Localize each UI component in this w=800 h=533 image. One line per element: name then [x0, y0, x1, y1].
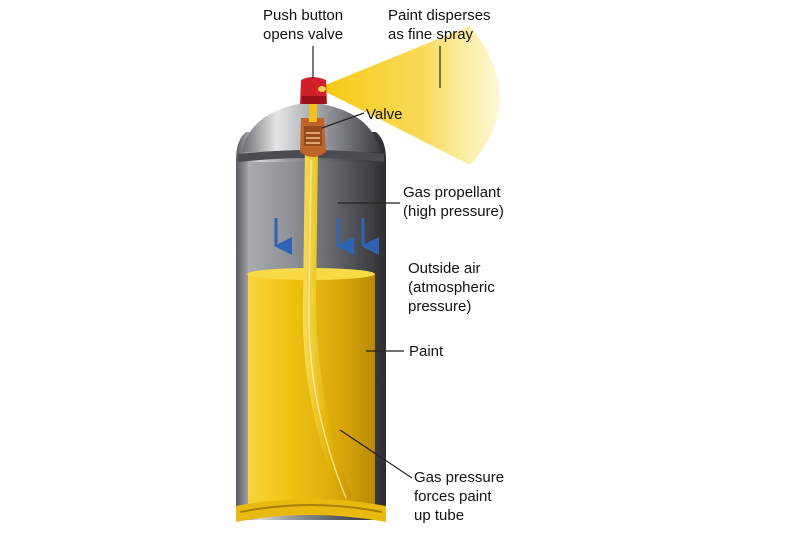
- gas-pressure-label-line-2: forces paint: [414, 488, 492, 505]
- valve-stem: [309, 90, 317, 122]
- valve-label: Valve: [366, 106, 403, 123]
- paint-disperses-label-line-1: Paint disperses: [388, 7, 491, 24]
- gas-propellant-label-line-2: (high pressure): [403, 203, 504, 220]
- leader-valve: [321, 112, 365, 129]
- paint-label: Paint: [409, 343, 444, 360]
- outside-air-label-line-3: pressure): [408, 298, 472, 315]
- can-bottom: [236, 499, 386, 522]
- gas-pressure-label-line-3: up tube: [414, 507, 465, 524]
- gas-propellant-label-line-1: Gas propellant: [403, 184, 501, 201]
- push-button-label: Push button opens valve: [263, 6, 343, 44]
- dip-tube: [302, 150, 352, 500]
- paint-disperses-label-line-2: as fine spray: [388, 26, 474, 43]
- gas-propellant-label: Gas propellant (high pressure): [403, 183, 504, 221]
- gas-pressure-label: Gas pressure forces paint up tube: [414, 468, 504, 525]
- paint-disperses-label: Paint disperses as fine spray: [388, 6, 491, 44]
- outside-air-label-line-1: Outside air: [408, 260, 481, 277]
- gas-pressure-label-line-1: Gas pressure: [414, 469, 505, 486]
- push-button-label-line-2: opens valve: [263, 26, 344, 43]
- push-button-label-line-1: Push button: [263, 7, 344, 24]
- leader-gas-pressure: [339, 429, 413, 479]
- outside-air-label: Outside air (atmospheric pressure): [408, 259, 495, 316]
- outside-air-label-line-2: (atmospheric: [408, 279, 495, 296]
- spray-cone: [318, 26, 500, 165]
